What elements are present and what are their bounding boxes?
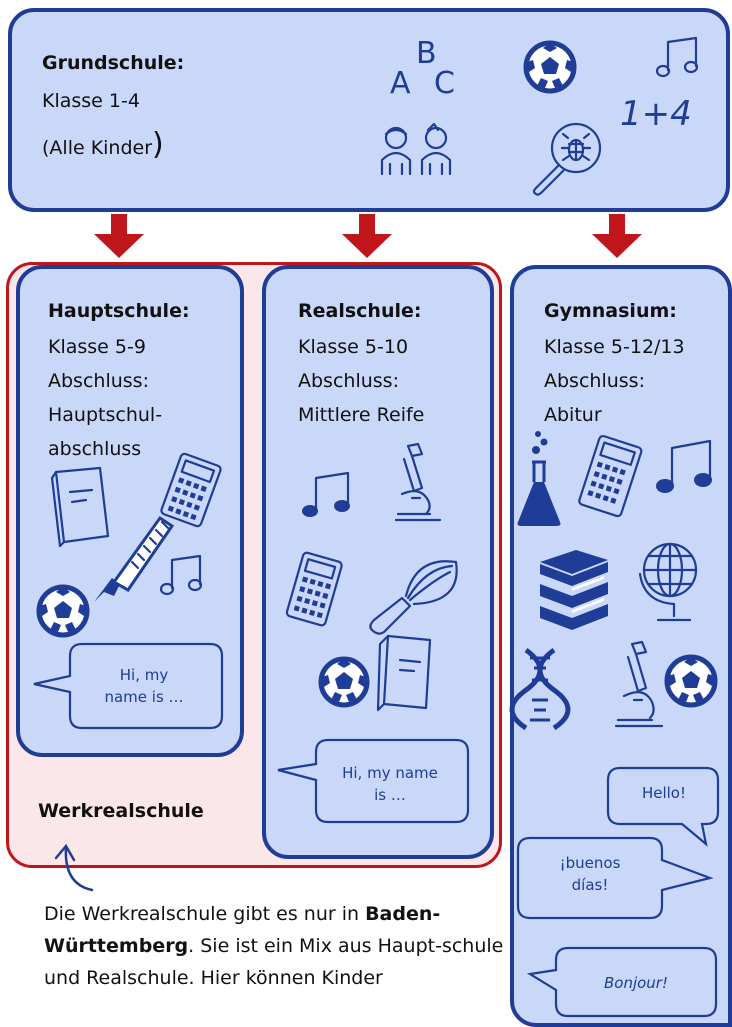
grundschule-class: Klasse 1-4 <box>42 90 140 112</box>
speech-bubble-icon <box>33 642 224 730</box>
grundschule-box <box>8 8 730 212</box>
grundschule-title: Grundschule: <box>42 52 185 74</box>
gymnasium-degree-label: Abschluss: <box>544 370 645 392</box>
hauptschule-class: Klasse 5-9 <box>48 336 146 358</box>
soccer-ball-icon <box>36 584 90 638</box>
gymnasium-title: Gymnasium: <box>544 300 677 322</box>
speech-bubble-icon <box>516 836 714 920</box>
soccer-ball-icon <box>664 654 718 708</box>
music-note-icon <box>656 439 712 493</box>
arrow-to-hauptschule <box>94 214 144 258</box>
hauptschule-bubble-text: Hi, my name is … <box>104 666 184 706</box>
calculator-icon <box>285 551 343 627</box>
speech-bubble-icon <box>526 946 718 1018</box>
realschule-class: Klasse 5-10 <box>298 336 409 358</box>
realschule-degree: Mittlere Reife <box>298 404 425 426</box>
gymnasium-class: Klasse 5-12/13 <box>544 336 685 358</box>
arrow-to-realschule <box>342 214 392 258</box>
music-note-icon <box>159 554 203 596</box>
saw-icon <box>94 515 175 602</box>
music-note-icon <box>655 36 699 78</box>
calculator-icon <box>160 452 222 528</box>
speech-bubble-icon <box>277 738 470 824</box>
gymnasium-degree: Abitur <box>544 404 602 426</box>
gymnasium-bubble-hello: Hello! <box>641 784 687 802</box>
curved-arrow-icon <box>54 843 94 892</box>
soccer-ball-icon <box>318 656 370 708</box>
music-note-icon <box>302 471 350 517</box>
gymnasium-bubble-bonjour: Bonjour! <box>603 974 668 992</box>
letters-abc-icon: A B C <box>390 36 455 101</box>
werkrealschule-label: Werkrealschule <box>38 800 204 822</box>
notebook-icon <box>376 634 432 712</box>
books-stack-icon <box>540 550 608 630</box>
realschule-degree-label: Abschluss: <box>298 370 399 392</box>
hauptschule-title: Hauptschule: <box>48 300 190 322</box>
calculator-icon <box>578 434 643 518</box>
werkrealschule-footnote: Die Werkrealschule gibt es nur in Baden-… <box>44 903 504 989</box>
hauptschule-degree-label: Abschluss: <box>48 370 149 392</box>
gymnasium-bubble-buenos: ¡buenos días! <box>559 854 621 894</box>
microscope-icon <box>614 640 664 728</box>
dna-icon <box>509 647 571 731</box>
speech-bubble-icon <box>606 766 720 847</box>
whisk-icon <box>369 560 458 635</box>
children-icon <box>380 122 452 176</box>
realschule-title: Realschule: <box>298 300 422 322</box>
microscope-icon <box>394 442 442 522</box>
flask-icon <box>517 431 561 526</box>
math-equation: 1+4 <box>620 94 692 134</box>
soccer-ball-icon <box>523 40 577 94</box>
globe-icon <box>638 542 698 622</box>
realschule-bubble-text: Hi, my name is … <box>342 764 438 804</box>
hauptschule-degree-1: Hauptschul- <box>48 404 163 426</box>
grundschule-all-children: (Alle Kinder) <box>42 127 164 162</box>
hauptschule-degree-2: abschluss <box>48 438 142 460</box>
notebook-icon <box>50 466 110 548</box>
arrow-to-gymnasium <box>592 214 642 258</box>
magnifier-bug-icon <box>532 122 602 196</box>
